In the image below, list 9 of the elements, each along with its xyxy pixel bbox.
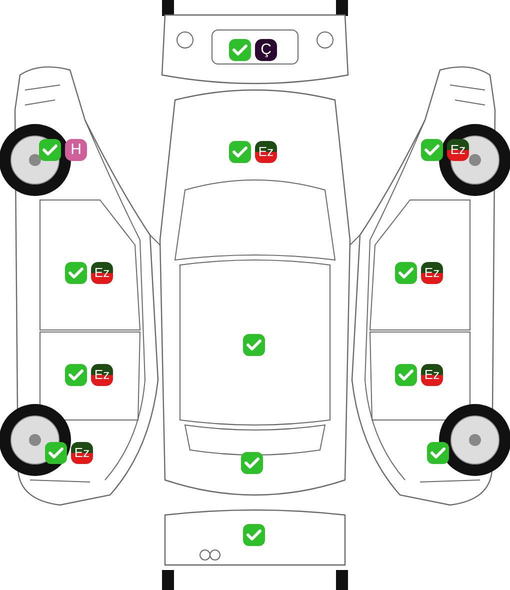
status-code: Ez [91,262,113,284]
status-code: Ez [447,139,469,161]
status-code: Ez [91,364,113,386]
status-code: Ez [421,364,443,386]
status-code: Ez [421,262,443,284]
status-code: Ez [71,442,93,464]
status-code: Ç [255,39,277,61]
status-code: Ez [255,141,277,163]
status-code: H [65,139,87,161]
